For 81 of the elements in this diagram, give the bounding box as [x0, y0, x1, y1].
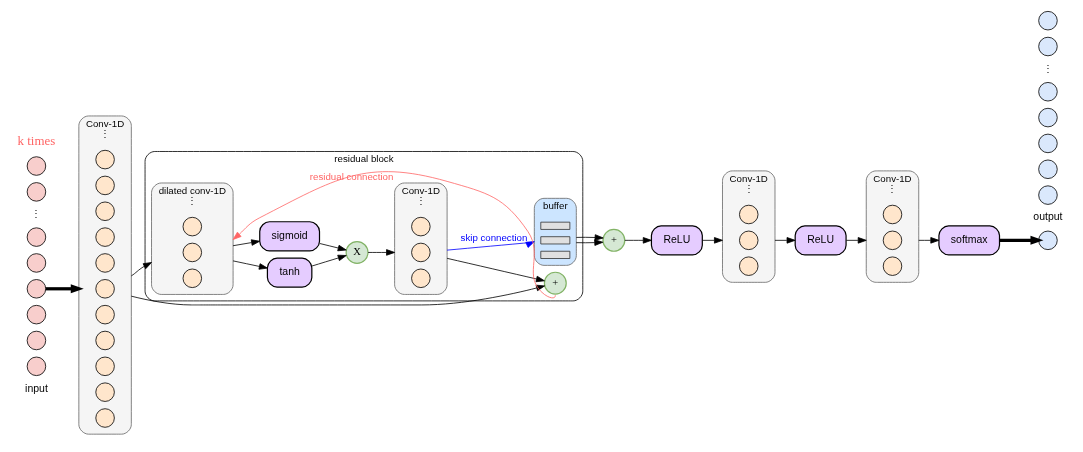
- node-circle: [1037, 10, 1058, 31]
- arrow: [367, 249, 395, 256]
- label: ⋮: [30, 208, 41, 220]
- node-circle: [882, 256, 902, 276]
- node-box: softmax: [937, 225, 1000, 256]
- arrow: [232, 260, 268, 270]
- node-circle: [1037, 185, 1058, 205]
- arrow: [701, 237, 723, 244]
- node-circle: [410, 216, 431, 237]
- arrow: [45, 284, 84, 294]
- arrow: [845, 237, 867, 244]
- edge-label: skip connection: [460, 231, 527, 243]
- label: output: [1032, 211, 1063, 223]
- node-box: [539, 250, 570, 259]
- node-circle: [738, 256, 758, 276]
- cluster: buffer: [533, 197, 577, 266]
- node-circle: [182, 242, 202, 263]
- node-circle: [26, 356, 46, 376]
- node-circle: [94, 408, 115, 428]
- label: ⋮: [1042, 62, 1053, 74]
- cluster: Conv-1D ⋮: [77, 115, 132, 435]
- node-circle: [94, 330, 115, 351]
- node-circle: [26, 330, 46, 351]
- node-circle: [94, 175, 115, 196]
- node-circle: [882, 204, 902, 225]
- node-circle: [26, 304, 46, 325]
- arrow: [232, 171, 556, 299]
- cluster: Conv-1D ⋮: [865, 170, 919, 283]
- edge-label: residual connection: [309, 170, 393, 182]
- node-circle: [1037, 36, 1058, 57]
- node-circle: [410, 268, 431, 288]
- node-circle: [94, 201, 115, 221]
- arrow: [311, 254, 347, 267]
- cluster: Conv-1D ⋮: [721, 170, 775, 283]
- arrow: [575, 239, 603, 246]
- cluster: Conv-1D ⋮: [393, 182, 447, 295]
- arrow: [999, 235, 1043, 245]
- arrow: [575, 234, 604, 241]
- arrow: [623, 237, 652, 244]
- node-circle: [26, 227, 46, 247]
- node-circle: [738, 204, 758, 225]
- cluster: dilated conv-1D ⋮: [150, 182, 233, 295]
- node-circle: +: [543, 271, 567, 295]
- node-circle: [26, 156, 46, 176]
- node-circle: [182, 268, 202, 288]
- node-circle: [94, 279, 115, 299]
- node-circle: [26, 253, 46, 273]
- node-circle: [1037, 107, 1058, 128]
- node-circle: [94, 227, 115, 247]
- node-circle: [410, 242, 431, 263]
- node-circle: [94, 304, 115, 325]
- label: k times: [17, 132, 55, 148]
- node-circle: [1037, 159, 1058, 179]
- node-box: sigmoid: [258, 221, 320, 252]
- node-circle: [738, 230, 758, 251]
- node-circle: [26, 279, 46, 299]
- arrow: [318, 243, 347, 252]
- arrow: [917, 237, 939, 244]
- node-box: [539, 221, 570, 230]
- node-circle: [26, 182, 46, 202]
- arrow: [130, 262, 152, 277]
- arrow: [446, 257, 545, 283]
- node-circle: [94, 253, 115, 273]
- node-box: ReLU: [794, 225, 847, 256]
- node-circle: X: [345, 240, 369, 264]
- node-circle: [882, 230, 902, 251]
- arrow: [130, 284, 545, 306]
- node-circle: [94, 149, 115, 170]
- node-box: [539, 236, 570, 245]
- node-circle: [1037, 230, 1058, 251]
- node-box: tanh: [266, 257, 312, 288]
- arrow: [446, 241, 535, 251]
- node-circle: [1037, 82, 1058, 102]
- node-circle: [182, 216, 202, 237]
- node-circle: [94, 356, 115, 376]
- node-circle: +: [601, 228, 625, 252]
- node-circle: [1037, 133, 1058, 154]
- arrow: [774, 237, 795, 244]
- node-circle: [94, 382, 115, 402]
- node-box: ReLU: [650, 225, 703, 256]
- arrow: [232, 239, 260, 247]
